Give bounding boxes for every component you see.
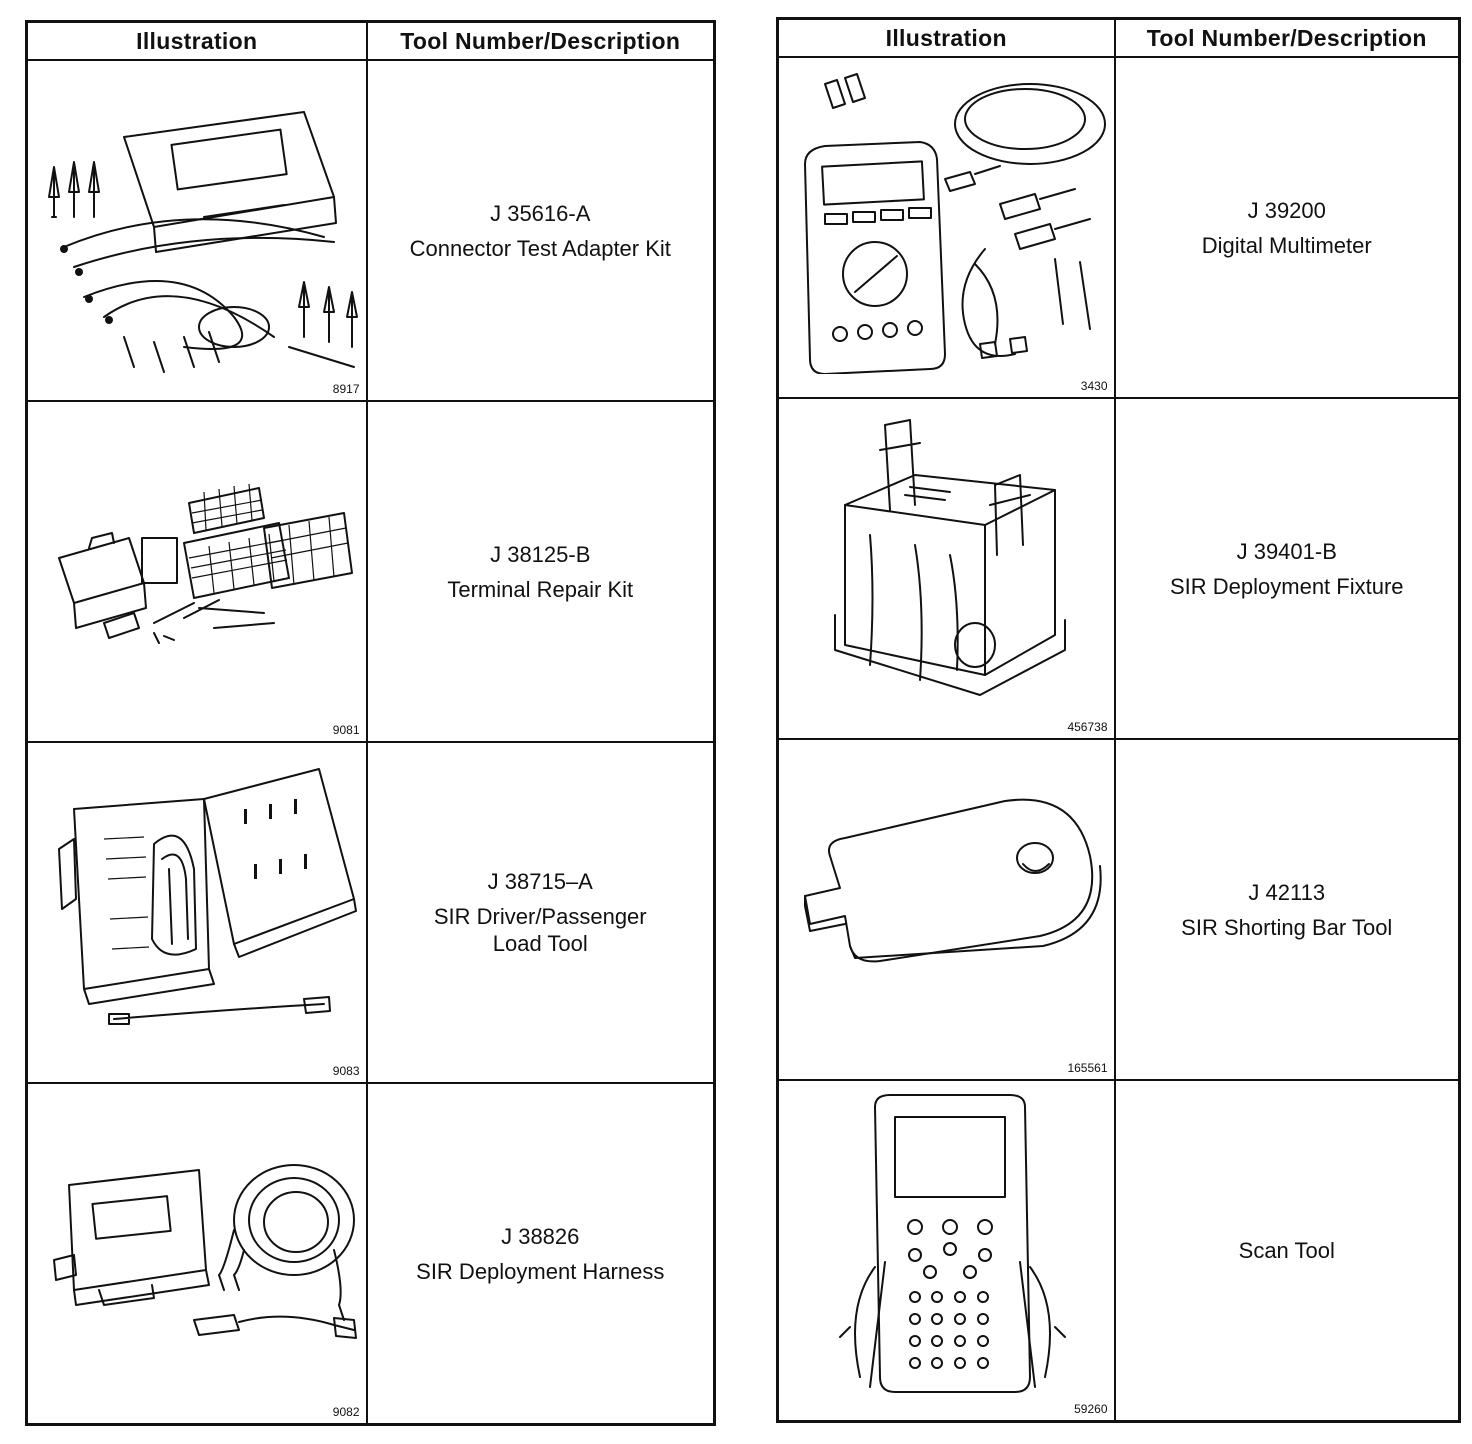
load-tool-icon	[58, 768, 357, 1025]
tool-number: J 39200	[1247, 197, 1326, 223]
tool-number: J 35616-A	[490, 200, 591, 226]
illustration-cell: 8917	[25, 59, 368, 402]
figure-number: 9083	[332, 1064, 360, 1078]
description-cell: J 38125-B Terminal Repair Kit	[365, 400, 716, 743]
table-row: 3430 J 39200 Digital Multimeter	[776, 56, 1461, 399]
description-cell: J 39200 Digital Multimeter	[1113, 56, 1461, 399]
illustration-cell: 9081	[25, 400, 368, 743]
description-cell: J 42113 SIR Shorting Bar Tool	[1113, 738, 1461, 1081]
illustration-cell: 9083	[25, 741, 368, 1084]
tool-name: Digital Multimeter	[1201, 232, 1372, 258]
table-row: 9081 J 38125-B Terminal Repair Kit	[25, 400, 716, 743]
illustration-cell: 3430	[776, 56, 1116, 399]
tool-name: SIR Deployment Fixture	[1169, 573, 1404, 599]
tool-number: J 42113	[1248, 879, 1326, 905]
tool-name: Connector Test Adapter Kit	[409, 235, 671, 261]
tool-number: J 39401-B	[1236, 538, 1337, 564]
tool-table-right: Illustration Tool Number/Description	[776, 17, 1461, 1423]
scan-tool-icon	[839, 1094, 1066, 1393]
tool-name: SIR Driver/Passenger Load Tool	[433, 904, 647, 956]
deployment-fixture-icon	[834, 419, 1066, 696]
terminal-repair-kit-icon	[58, 483, 353, 644]
table-header-row: Illustration Tool Number/Description	[776, 17, 1461, 58]
header-illustration: Illustration	[776, 17, 1116, 58]
tool-number: J 38125-B	[490, 541, 591, 567]
digital-multimeter-icon	[804, 73, 1106, 374]
tool-name: SIR Deployment Harness	[416, 1258, 665, 1284]
figure-number: 9081	[332, 723, 360, 737]
illustration-cell: 9082	[25, 1082, 368, 1426]
figure-number: 3430	[1080, 379, 1108, 393]
header-tool-description: Tool Number/Description	[1113, 17, 1461, 58]
tool-number: J 38826	[501, 1223, 580, 1249]
tool-table-left: Illustration Tool Number/Description	[25, 20, 716, 1426]
header-illustration: Illustration	[25, 20, 368, 61]
table-header-row: Illustration Tool Number/Description	[25, 20, 716, 61]
figure-number: 456738	[1067, 720, 1108, 734]
figure-number: 165561	[1067, 1061, 1108, 1075]
table-row: 8917 J 35616-A Connector Test Adapter Ki…	[25, 59, 716, 402]
description-cell: J 38826 SIR Deployment Harness	[365, 1082, 716, 1426]
tool-name: Scan Tool	[1238, 1238, 1335, 1263]
table-row: 165561 J 42113 SIR Shorting Bar Tool	[776, 738, 1461, 1081]
illustration-cell: 59260	[776, 1079, 1116, 1423]
figure-number: 8917	[332, 382, 360, 396]
description-cell: J 35616-A Connector Test Adapter Kit	[365, 59, 716, 402]
figure-number: 59260	[1074, 1402, 1108, 1416]
tool-name: SIR Shorting Bar Tool	[1181, 914, 1393, 940]
table-row: 59260 Scan Tool	[776, 1079, 1461, 1423]
description-cell: J 38715–A SIR Driver/Passenger Load Tool	[365, 741, 716, 1084]
table-row: 9083 J 38715–A SIR Driver/Passenger Load…	[25, 741, 716, 1084]
illustration-cell: 165561	[776, 738, 1116, 1081]
deployment-harness-icon	[53, 1164, 357, 1339]
table-row: 456738 J 39401-B SIR Deployment Fixture	[776, 397, 1461, 740]
description-cell: Scan Tool	[1113, 1079, 1461, 1423]
connector-test-adapter-kit-icon	[48, 111, 358, 373]
table-row: 9082 J 38826 SIR Deployment Harness	[25, 1082, 716, 1426]
description-cell: J 39401-B SIR Deployment Fixture	[1113, 397, 1461, 740]
illustration-cell: 456738	[776, 397, 1116, 740]
tool-number: J 38715–A	[487, 869, 593, 894]
figure-number: 9082	[332, 1405, 360, 1419]
shorting-bar-tool-icon	[804, 798, 1102, 963]
header-tool-description: Tool Number/Description	[365, 20, 716, 61]
tool-name: Terminal Repair Kit	[447, 576, 634, 602]
